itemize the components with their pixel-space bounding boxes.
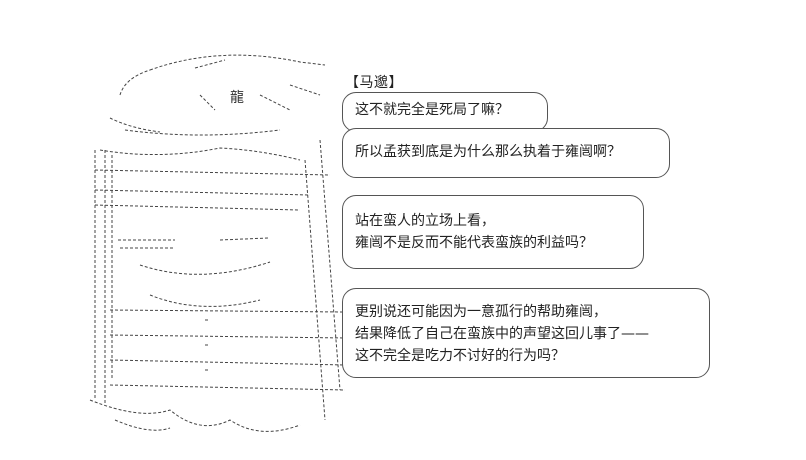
bubble-line: 更别说还可能因为一意孤行的帮助雍闿， (355, 304, 607, 320)
bubble-line: 这不就完全是死局了嘛？ (355, 102, 509, 118)
bubble-line: 雍闿不是反而不能代表蛮族的利益吗？ (355, 235, 593, 251)
helmet-emblem-label: 龍 (230, 89, 244, 106)
bubble-line: 这不完全是吃力不讨好的行为吗？ (355, 348, 565, 364)
speech-bubble-2: 所以孟获到底是为什么那么执着于雍闿啊？ (342, 128, 670, 178)
bubble-line: 结果降低了自己在蛮族中的声望这回儿事了—— (355, 326, 649, 342)
speaker-name: 【马邈】 (345, 75, 403, 91)
bubble-line: 站在蛮人的立场上看， (355, 213, 495, 229)
speech-bubble-1: 这不就完全是死局了嘛？ (342, 92, 548, 132)
bubble-line: 所以孟获到底是为什么那么执着于雍闿啊？ (355, 144, 621, 160)
speech-bubble-3: 站在蛮人的立场上看， 雍闿不是反而不能代表蛮族的利益吗？ (342, 195, 644, 269)
speech-bubble-4: 更别说还可能因为一意孤行的帮助雍闿， 结果降低了自己在蛮族中的声望这回儿事了——… (342, 288, 710, 378)
